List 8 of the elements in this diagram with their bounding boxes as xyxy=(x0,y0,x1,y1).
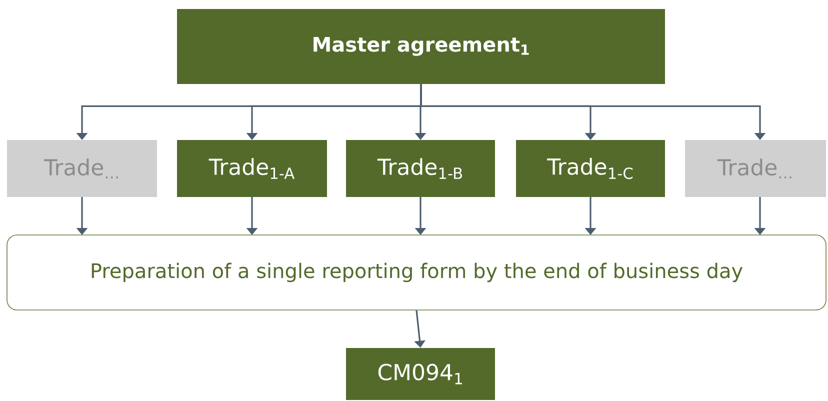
process-box: Trade$_{1-B}$ xyxy=(346,140,495,197)
box-heading: Master agreement$_{1}$ xyxy=(177,9,665,84)
process-box: Trade$_{1-C}$ xyxy=(516,140,665,197)
process-box: Trade$_{…}$ xyxy=(7,140,157,197)
process-box: Trade$_{…}$ xyxy=(685,140,826,197)
process-box: Trade$_{1-A}$ xyxy=(177,140,327,197)
process-band: Preparation of a single reporting form by the end of business day xyxy=(6,234,826,310)
process-box: CM094$_{1}$ xyxy=(346,348,495,400)
